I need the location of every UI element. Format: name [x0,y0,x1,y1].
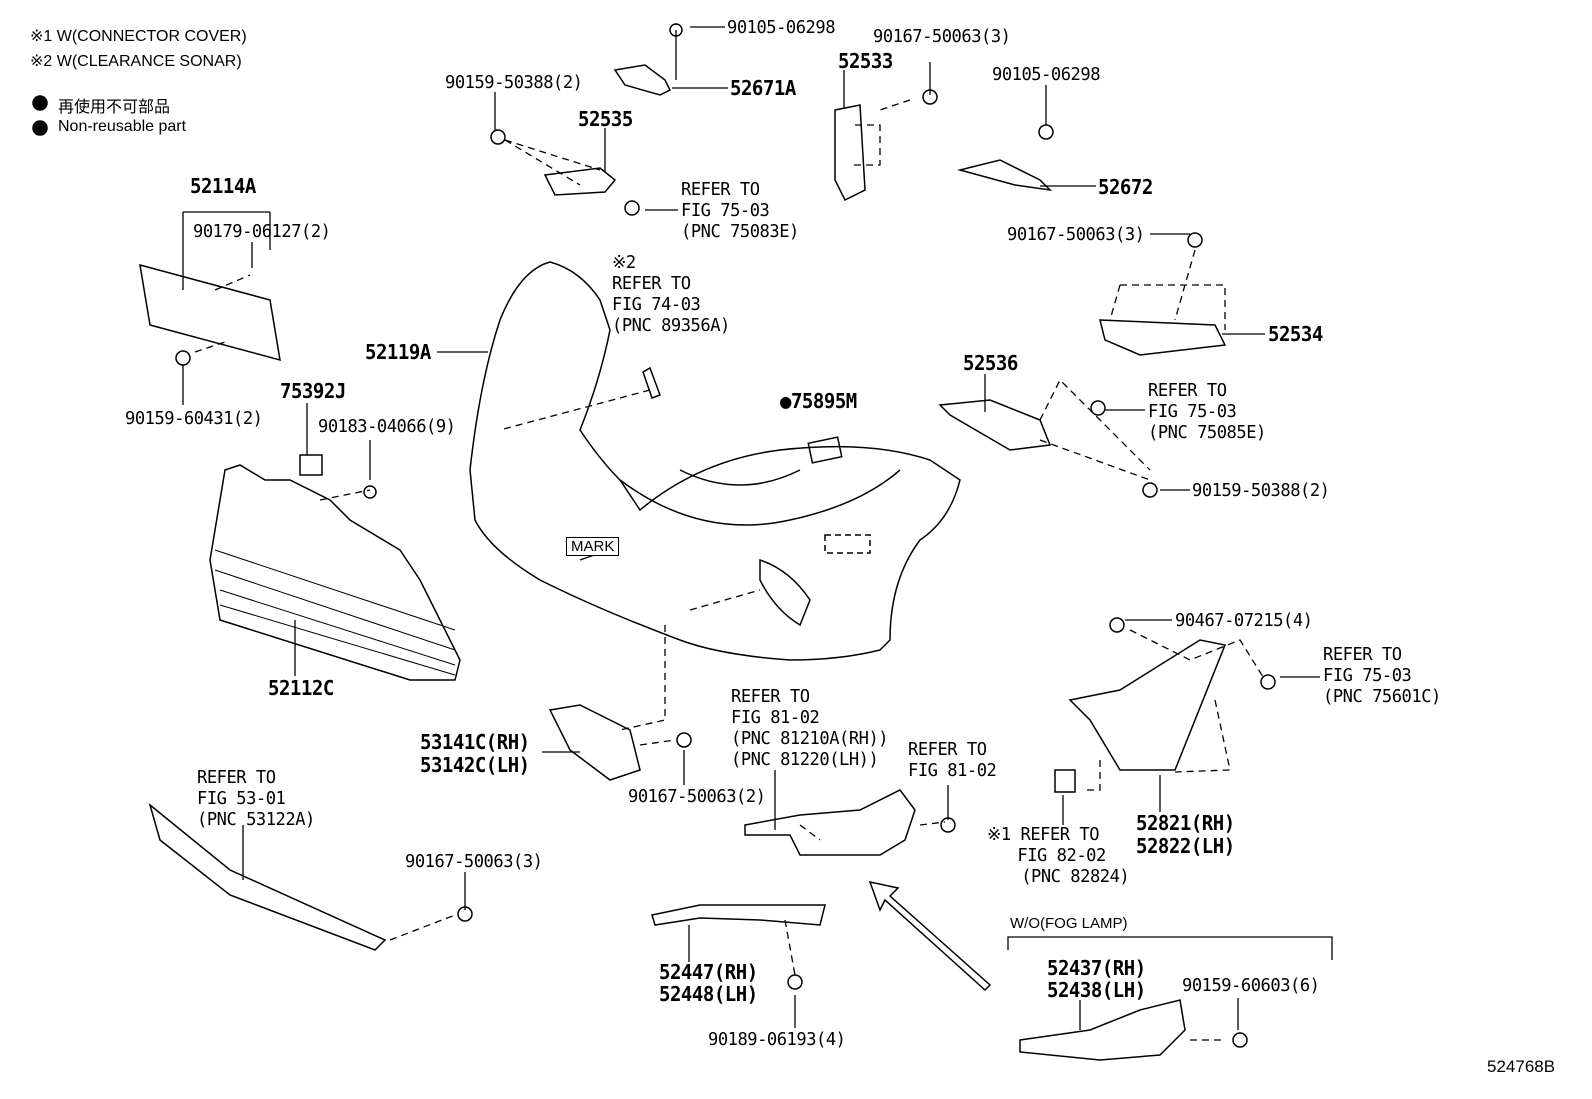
part-label[interactable]: 52821(RH) [1136,811,1235,835]
note-clearance-sonar: ※2 W(CLEARANCE SONAR) [30,53,242,70]
ref-pnc: (PNC 81210A(RH)) [731,728,889,749]
bullet-icon [32,95,48,111]
part-label[interactable]: 90189-06193(4) [708,1029,846,1050]
ref-line: REFER TO [908,739,987,760]
ref-pnc: (PNC 75083E) [681,221,799,242]
part-label[interactable]: 52822(LH) [1136,834,1235,858]
ref-pnc: (PNC 75601C) [1323,686,1441,707]
legend-non-reusable-jp: 再使用不可部品 [58,99,171,116]
part-label[interactable]: 90467-07215(4) [1175,610,1313,631]
ref-line: FIG 74-03 [612,294,701,315]
bumper-cover-shape [469,261,961,661]
part-label[interactable]: 52672 [1098,175,1153,199]
part-label[interactable]: ●75895M [780,389,857,413]
part-label[interactable]: 53142C(LH) [420,753,530,777]
refer-to-53122A[interactable]: REFER TO FIG 53-01 (PNC 53122A) [197,767,315,830]
ref-pnc: (PNC 75085E) [1148,422,1266,443]
part-label[interactable]: 90105-06298 [992,64,1101,85]
part-label[interactable]: 90179-06127(2) [193,221,331,242]
refer-to-75083E[interactable]: REFER TO FIG 75-03 (PNC 75083E) [681,179,799,242]
part-label[interactable]: 52535 [578,107,633,131]
ref-line: REFER TO [197,767,276,788]
refer-to-75085E[interactable]: REFER TO FIG 75-03 (PNC 75085E) [1148,380,1266,443]
part-label[interactable]: 52448(LH) [659,982,758,1006]
note-connector-cover: ※1 W(CONNECTOR COVER) [30,28,247,45]
mark-callout: MARK [566,537,620,556]
legend-non-reusable-en: Non-reusable part [58,118,187,135]
direction-arrow [868,880,992,992]
ref-line: FIG 75-03 [1148,401,1237,422]
refer-to-81-02[interactable]: REFER TO FIG 81-02 [908,739,997,781]
part-label[interactable]: 52114A [190,174,256,198]
part-label[interactable]: 52533 [838,49,893,73]
ref-line: ※1 REFER TO [987,824,1100,845]
part-label[interactable]: 90183-04066(9) [318,416,456,437]
part-label[interactable]: 90167-50063(2) [628,786,766,807]
part-label[interactable]: 52438(LH) [1047,978,1146,1002]
refer-to-75601C[interactable]: REFER TO FIG 75-03 (PNC 75601C) [1323,644,1441,707]
ref-line: FIG 82-02 [1017,845,1106,866]
part-label[interactable]: 53141C(RH) [420,730,530,754]
part-label[interactable]: 52112C [268,676,334,700]
ref-line: REFER TO [731,686,810,707]
part-label[interactable]: 52437(RH) [1047,956,1146,980]
ref-pnc: (PNC 89356A) [612,315,730,336]
ref-line: FIG 75-03 [1323,665,1412,686]
ref-pnc: (PNC 82824) [1021,866,1130,887]
refer-to-82824[interactable]: ※1 REFER TO FIG 82-02 (PNC 82824) [987,824,1130,887]
part-shapes [139,23,1276,1061]
ref-line: FIG 75-03 [681,200,770,221]
part-label[interactable]: 90159-60603(6) [1182,975,1320,996]
part-label[interactable]: 52536 [963,351,1018,375]
part-label[interactable]: 90159-50388(2) [445,72,583,93]
part-label[interactable]: 52447(RH) [659,960,758,984]
part-label[interactable]: 75392J [280,379,346,403]
ref-line: REFER TO [612,273,691,294]
ref-line: REFER TO [681,179,760,200]
wo-fog-lamp-label: W/O(FOG LAMP) [1010,915,1128,932]
part-label[interactable]: 90159-60431(2) [125,408,263,429]
ref-line: REFER TO [1148,380,1227,401]
ref-line: FIG 53-01 [197,788,286,809]
part-label[interactable]: 52119A [365,340,431,364]
part-label[interactable]: 90167-50063(3) [873,26,1011,47]
part-label[interactable]: 52534 [1268,322,1323,346]
part-label[interactable]: 52671A [730,76,796,100]
refer-to-81210A[interactable]: REFER TO FIG 81-02 (PNC 81210A(RH)) (PNC… [731,686,889,770]
ref-line: FIG 81-02 [908,760,997,781]
part-label[interactable]: 90167-50063(3) [405,851,543,872]
part-label[interactable]: 90159-50388(2) [1192,480,1330,501]
refer-to-89356A[interactable]: ※2 REFER TO FIG 74-03 (PNC 89356A) [612,252,730,336]
ref-pnc: (PNC 81220(LH)) [731,749,879,770]
part-label[interactable]: 90105-06298 [727,17,836,38]
ref-line: REFER TO [1323,644,1402,665]
ref-mark: ※2 [612,252,636,273]
ref-pnc: (PNC 53122A) [197,809,315,830]
ref-line: FIG 81-02 [731,707,820,728]
figure-id: 524768B [1487,1057,1556,1076]
bullet-icon [32,120,48,136]
part-label[interactable]: 90167-50063(3) [1007,224,1145,245]
